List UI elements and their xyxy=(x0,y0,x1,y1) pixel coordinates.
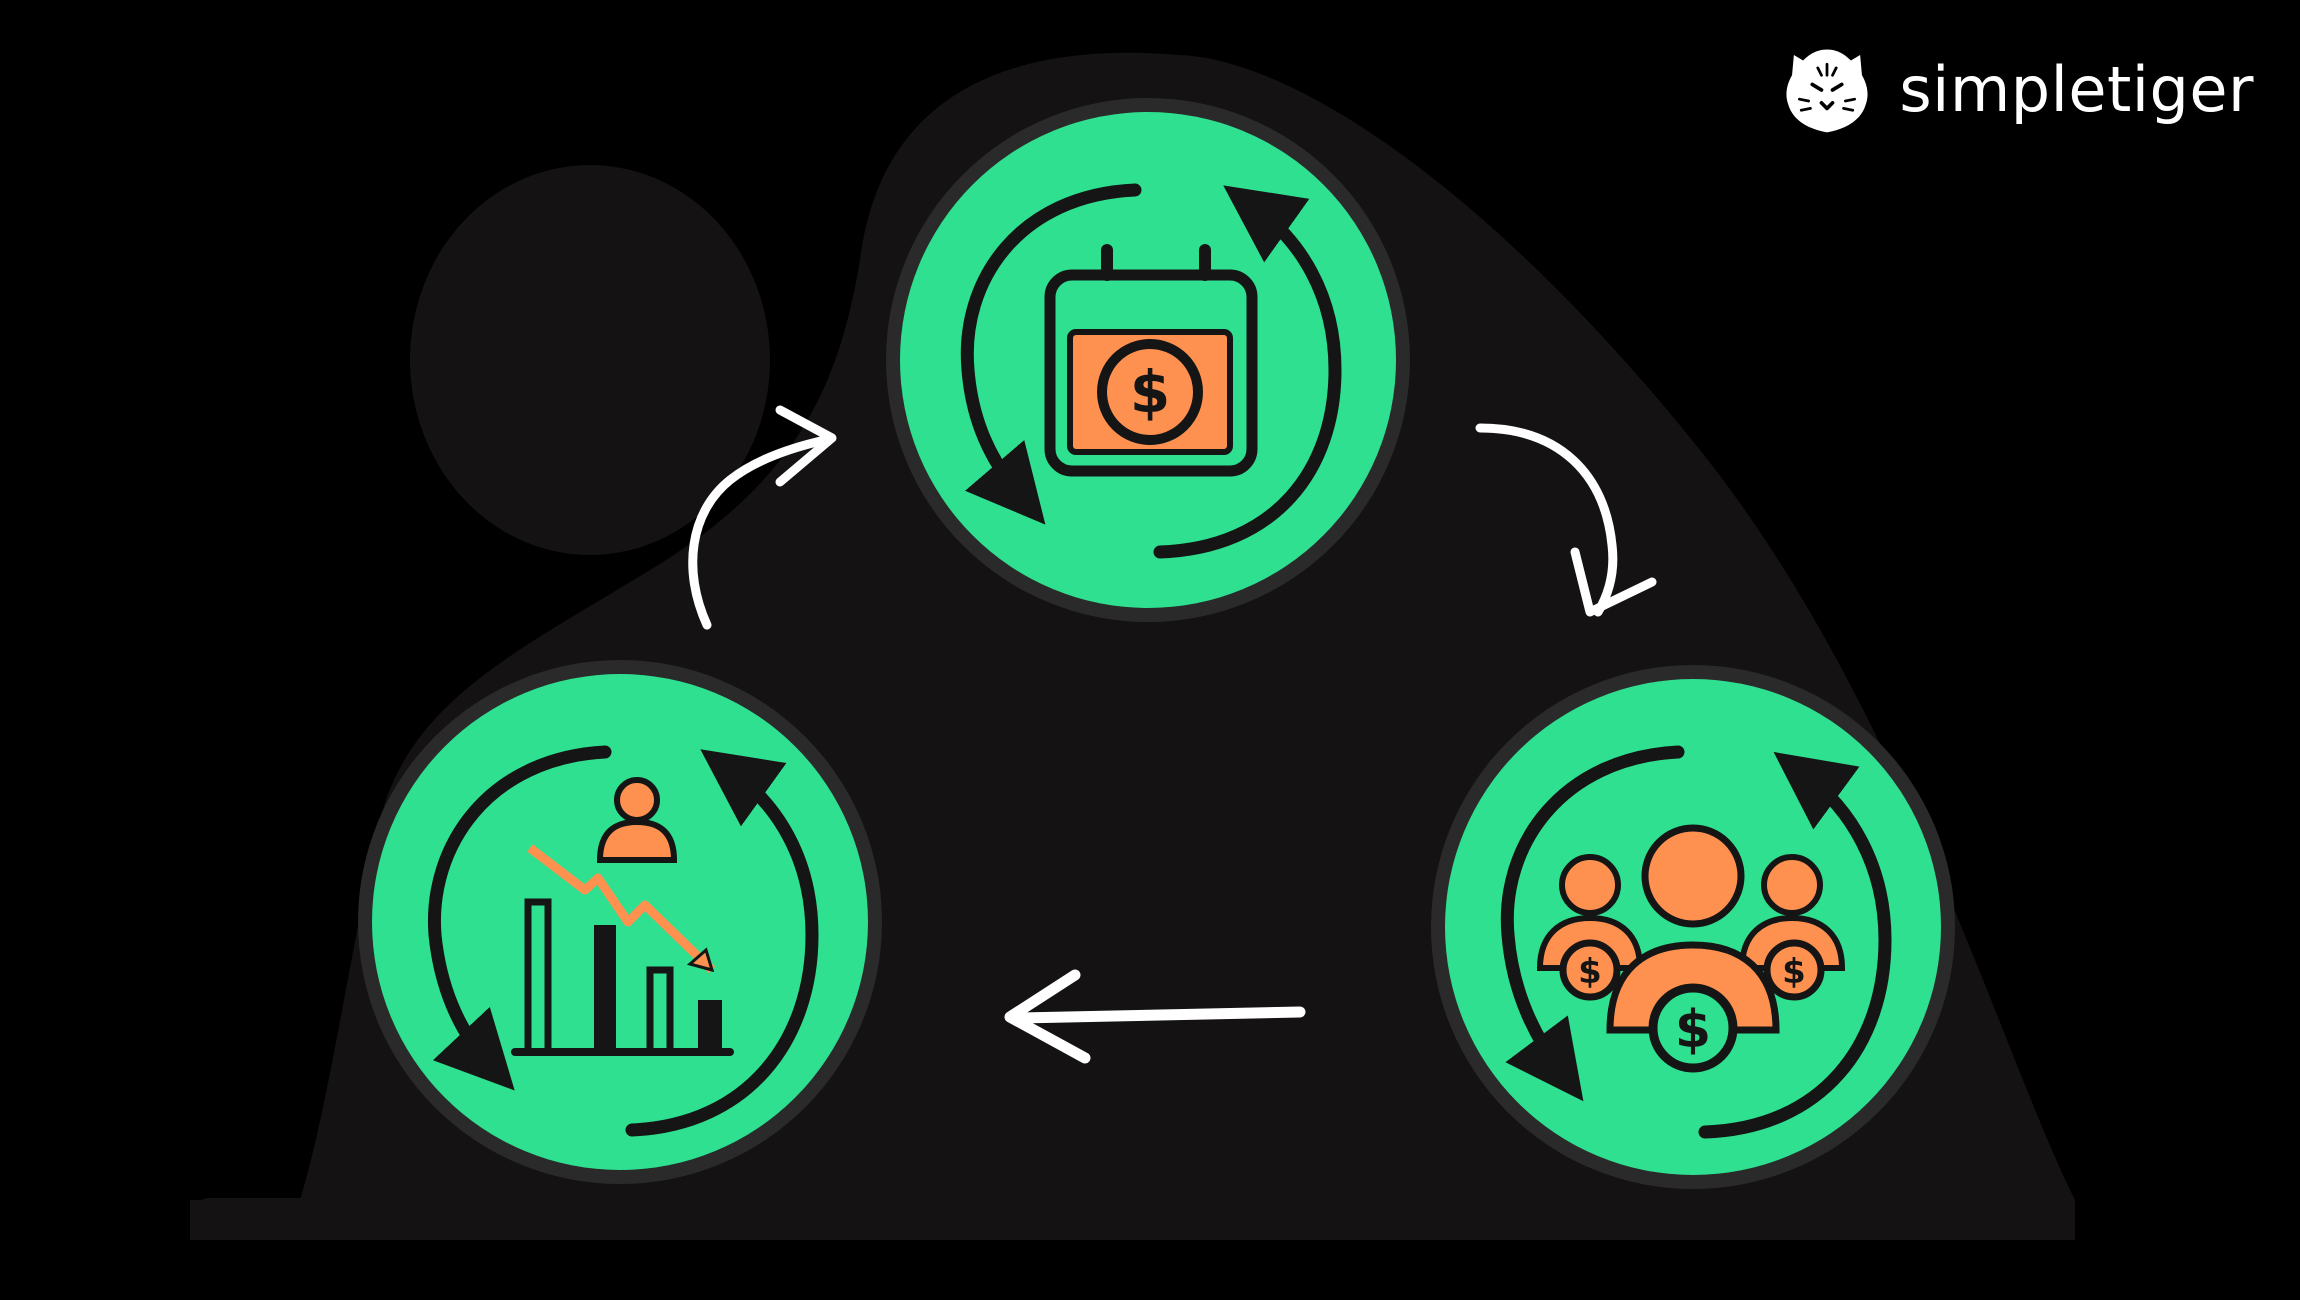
backdrop-floor xyxy=(190,1198,2075,1240)
cycle-rotation-arrows xyxy=(1500,745,1892,1139)
flow-arrow-customers-to-decline xyxy=(1004,969,1306,1064)
curved-arrow-icon xyxy=(1475,423,1618,617)
svg-text:$: $ xyxy=(1782,952,1806,992)
tiger-head-icon xyxy=(1786,49,1868,133)
cycle-rotation-arrows xyxy=(960,183,1342,559)
brand-logo: simpletiger xyxy=(1781,44,2254,136)
flow-arrow-decline-to-billing xyxy=(688,405,837,630)
cycle-node-billing: $ xyxy=(886,98,1410,622)
svg-text:$: $ xyxy=(1675,1000,1711,1060)
calendar-dollar-icon: $ xyxy=(1044,244,1258,477)
straight-arrow-left-icon xyxy=(1014,1006,1306,1024)
curved-arrow-icon xyxy=(688,435,830,630)
flow-arrow-billing-to-customers xyxy=(1475,423,1657,617)
cycle-node-decline xyxy=(358,660,882,1184)
backdrop-head xyxy=(410,165,770,555)
cycle-rotation-arrows xyxy=(427,745,819,1137)
svg-text:$: $ xyxy=(1578,952,1602,992)
svg-text:$: $ xyxy=(1130,358,1170,426)
brand-name: simpletiger xyxy=(1899,53,2254,126)
declining-chart-icon xyxy=(511,777,734,1056)
cycle-node-customers: $ $ $ xyxy=(1431,665,1955,1189)
customers-dollar-icon: $ $ $ xyxy=(1536,824,1846,1073)
